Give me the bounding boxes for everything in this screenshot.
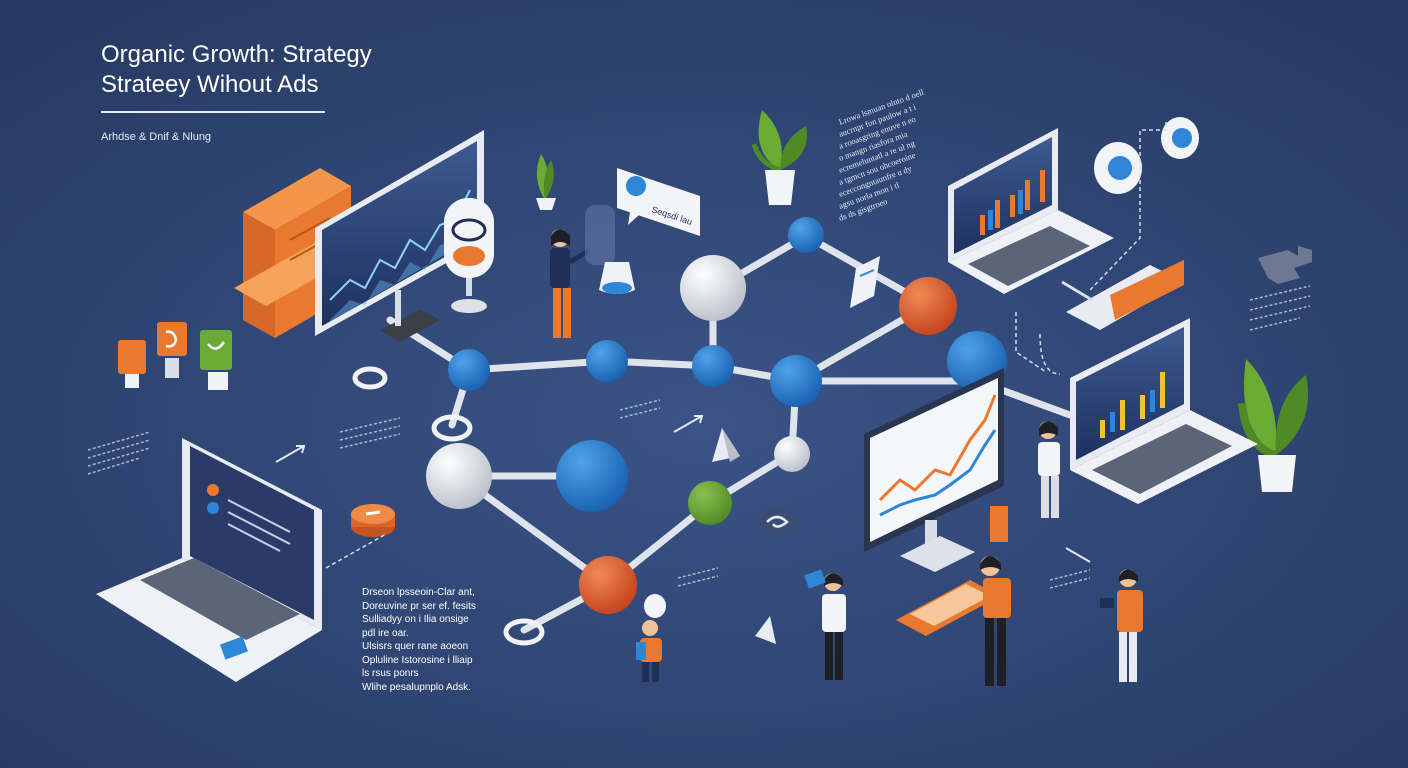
bottom-paragraph: Drseon lpsseoin-Clar ant, Doreuvine pr s… (362, 586, 476, 694)
para-line: Wlihe pesalupnplo Adsk. (362, 681, 471, 693)
title-divider (101, 111, 325, 113)
dashed-connectors (325, 312, 1061, 569)
phone-icon (850, 256, 880, 308)
laptop-icon-3 (96, 438, 322, 682)
para-line: pdl ire oar. (362, 627, 409, 639)
person-icon-3 (804, 569, 846, 680)
para-line: Ulsisrs quer rane aoeon (362, 641, 469, 652)
laptop-icon-2 (1070, 318, 1258, 504)
desk-icon (896, 506, 1008, 636)
coin-icon (351, 504, 395, 537)
byline: Arhdse & Dnif & Nlung (101, 131, 212, 143)
para-line: Drseon lpsseoin-Clar ant, (362, 587, 475, 598)
badge-icons (1089, 117, 1199, 291)
para-line: Doreuvine pr ser ef. fesits (362, 600, 476, 612)
flask-icon (585, 205, 635, 294)
chart-icon (864, 368, 1004, 572)
plant-icon-3 (1238, 359, 1308, 492)
plant-icon (536, 154, 556, 210)
decorative-lines (87, 285, 1311, 589)
connector-rings (352, 366, 545, 646)
arrow-icons (275, 415, 1091, 563)
person-icon-5 (1100, 569, 1143, 682)
person-icon-4 (980, 556, 1011, 686)
link-icon (444, 198, 494, 313)
tag-icons (118, 322, 232, 390)
title-line-2: Strateey Wihout Ads (101, 71, 319, 98)
puzzle-icon (1258, 246, 1312, 284)
laptop-icon (948, 128, 1114, 294)
person-icon-6 (636, 594, 666, 682)
pyramid-icons (712, 428, 776, 644)
para-line: ls rsus ponrs (362, 668, 419, 679)
title-line-1: Organic Growth: Strategy (101, 41, 372, 68)
monitor-icon (315, 130, 484, 342)
page-title: Organic Growth: Strategy Strateey Wihout… (101, 40, 372, 100)
plant-icon-2 (751, 110, 807, 205)
device-icon (1061, 260, 1184, 330)
spiral-icon (755, 508, 799, 536)
chat-bubble (617, 168, 700, 236)
person-icon-2 (1038, 421, 1060, 518)
para-line: Sulliadyy on i Ilia onsige (362, 614, 469, 625)
para-line: Opluline Istorosine i lliaip (362, 654, 473, 666)
network-nodes (426, 217, 1007, 614)
